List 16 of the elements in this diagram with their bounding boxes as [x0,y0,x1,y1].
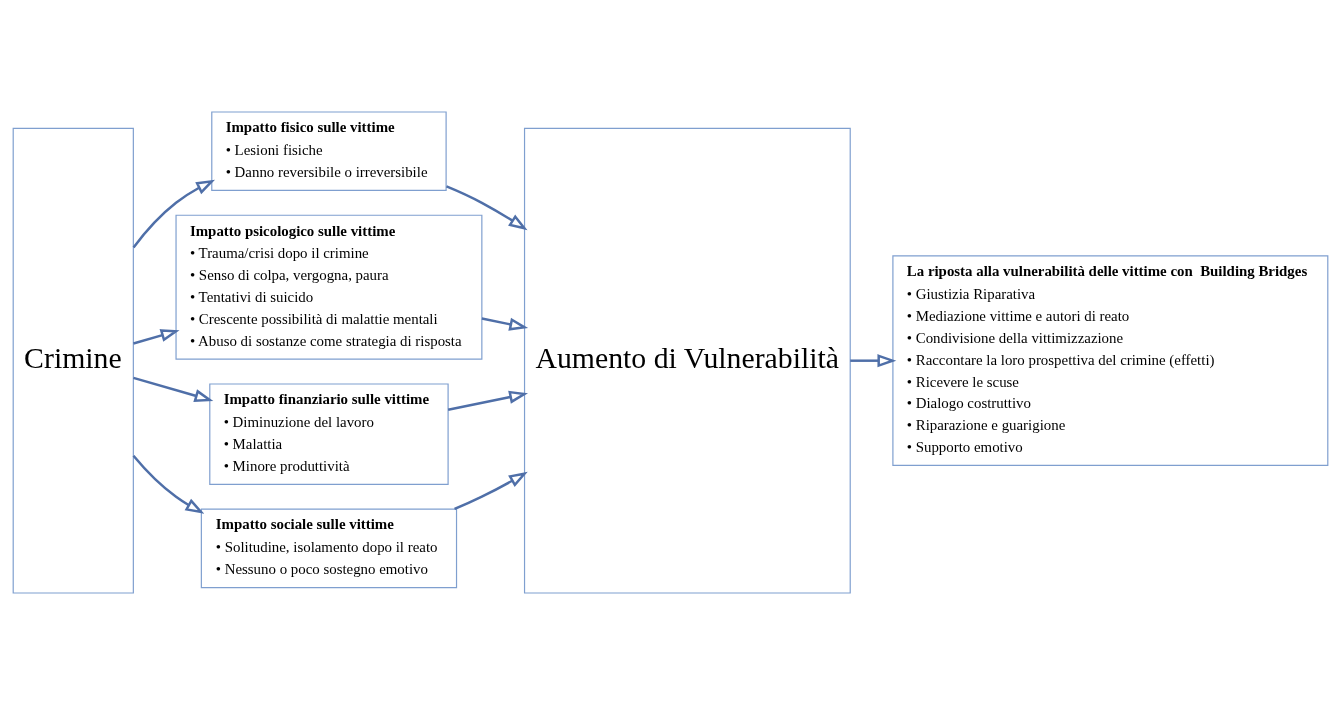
arrow [133,328,180,345]
arrow [481,316,529,331]
node-box: Impatto fisico sulle vittime • Lesioni fisiche • Danno reversibile o irreversibile [211,110,447,191]
arrow [454,471,528,510]
arrow [446,184,528,230]
arrow [132,454,205,514]
node-box: Impatto psicologico sulle vittime • Trauma/crisi dopo il crimine • Senso di colpa, vergogna, paura • Tentativi di suicido • Crescente possibilità di malattie mentali • Abuso di sostanze come strategia di risposta [175,214,483,360]
node-box: Crimine [12,127,134,594]
node-box: Impatto sociale sulle vittime • Solitudine, isolamento dopo il reato • Nessuno o poco sostegno emotivo [200,508,458,588]
arrow [132,179,216,248]
arrow [850,353,897,367]
node-box: La riposta alla vulnerabilità delle vittime con Building Bridges • Giustizia Riparativa • Mediazione vittime e autori di reato • Condivisione della vittimizzazione • Raccontare la loro prospettiva del crimine (effetti) • Ricevere le scuse • Dialogo costruttivo • Riparazione e guarigione • Supporto emotivo [892,254,1329,466]
node-box: Aumento di Vulnerabilità [523,127,851,594]
arrow [447,390,529,411]
node-box: Impatto finanziario sulle vittime • Diminuzione del lavoro • Malattia • Minore produttività [209,382,449,485]
arrow [133,376,214,402]
